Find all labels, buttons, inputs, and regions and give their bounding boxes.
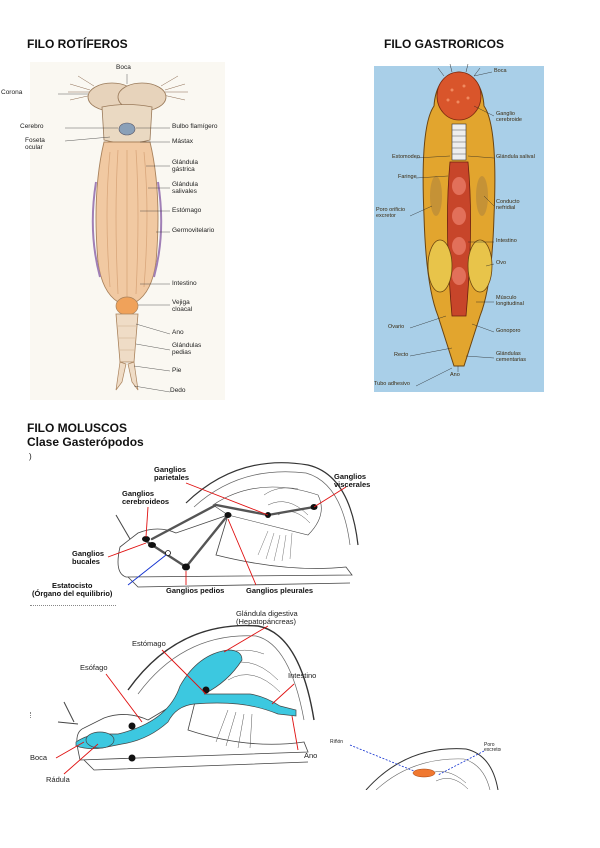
nerv-label-pedios: Ganglios pedios xyxy=(166,586,225,595)
nerv-label-viscerales: Ganglios viscerales xyxy=(334,472,371,489)
rotifer-figure: Boca Corona Cerebro Foseta ocular Bulbo … xyxy=(1,62,225,400)
gas-label-faringe: Faringe xyxy=(398,174,417,180)
dig-label-esofago: Esófago xyxy=(80,663,108,672)
moluscos-subtitle: Clase Gasterópodos xyxy=(27,435,144,449)
gas-label-gland-cementarias: Glándulas cementarias xyxy=(496,351,526,363)
gas-label-intestino: Intestino xyxy=(496,238,517,244)
exc-label-rinon: Riñón xyxy=(330,739,344,745)
exc-label-poro: Poro excretor xyxy=(484,742,501,754)
rot-label-corona: Corona xyxy=(1,89,23,96)
rot-label-bulbo: Bulbo flamígero xyxy=(172,123,218,130)
rot-label-mastax: Mástax xyxy=(172,138,193,145)
mollusc-nervous-figure: Ganglios parietales Ganglios viscerales … xyxy=(28,455,388,603)
nerv-label-pleurales: Ganglios pleurales xyxy=(246,586,314,595)
dig-label-intestino: Intestino xyxy=(288,671,317,680)
mollusc-digestive-illustration xyxy=(55,624,315,775)
gas-label-ovario: Ovario xyxy=(388,324,405,330)
rot-label-estomago: Estómago xyxy=(172,207,202,214)
dig-label-boca: Boca xyxy=(30,753,48,762)
gastrotrich-figure: Boca Ganglio cerebroide Estomodeo Glándu… xyxy=(374,63,544,392)
gas-label-estomodeo: Estomodeo xyxy=(392,154,420,160)
rot-label-gland-gastrica: Glándula gástrica xyxy=(172,159,199,173)
margin-mark xyxy=(30,712,33,718)
rot-label-germovitelario: Germovitelario xyxy=(172,227,215,234)
gas-label-musculo: Músculo longitudinal xyxy=(496,295,524,307)
gas-label-ovo: Ovo xyxy=(496,260,507,266)
mollusc-nervous-illustration xyxy=(107,462,359,588)
fragment-text: ) xyxy=(29,452,32,461)
rotiferos-title: FILO ROTÍFEROS xyxy=(27,37,128,51)
rotifer-illustration xyxy=(58,74,188,393)
nerv-label-parietales: Ganglios parietales xyxy=(154,465,190,482)
dig-label-estomago: Estómago xyxy=(132,639,166,648)
gas-label-tubo: Tubo adhesivo xyxy=(374,381,410,387)
gastrotrich-illustration xyxy=(409,63,496,387)
rot-label-foseta: Foseta ocular xyxy=(25,137,45,151)
gas-label-gonoporo: Gonoporo xyxy=(496,328,521,334)
rot-label-intestino: Intestino xyxy=(172,280,197,287)
gastroricos-title: FILO GASTRORICOS xyxy=(384,37,504,51)
rot-label-boca: Boca xyxy=(116,64,131,71)
rot-label-dedo: Dedo xyxy=(170,387,186,394)
nerv-label-bucales: Ganglios bucales xyxy=(72,549,105,566)
rot-label-vejiga: Vejiga cloacal xyxy=(172,299,193,313)
moluscos-title: FILO MOLUSCOS xyxy=(27,421,127,435)
mollusc-digestive-figure: Glándula digestiva (Hepatopáncreas) Estó… xyxy=(28,609,328,790)
nerv-label-cerebroideos: Ganglios cerebroideos xyxy=(122,489,170,506)
gas-label-ano: Ano xyxy=(450,372,460,378)
gas-label-boca: Boca xyxy=(494,68,507,74)
gas-label-recto: Recto xyxy=(394,352,409,358)
dig-label-radula: Rádula xyxy=(46,775,70,784)
gas-label-gland-salival: Glándula salival xyxy=(496,154,535,160)
rot-label-gland-pedias: Glándulas pedias xyxy=(172,342,202,356)
rot-label-gland-salivales: Glándula salivales xyxy=(172,181,199,195)
scan-artifact xyxy=(30,605,116,609)
gas-label-ganglio: Ganglio cerebroide xyxy=(496,111,522,123)
rot-label-cerebro: Cerebro xyxy=(20,123,44,130)
mollusc-excretory-figure: Riñón Poro excretor xyxy=(326,735,501,790)
dig-label-glandula: Glándula digestiva (Hepatopáncreas) xyxy=(236,609,298,627)
mollusc-excretory-illustration xyxy=(349,744,499,790)
rot-label-pie: Pie xyxy=(172,367,182,374)
nerv-label-estatocisto: Estatocisto (Órgano del equilibrio) xyxy=(32,581,113,598)
rot-label-ano: Ano xyxy=(172,329,184,336)
gas-label-poro: Poro orificio excretor xyxy=(376,207,406,219)
gas-label-conducto: Conducto nefridial xyxy=(496,199,520,211)
dig-label-ano: Ano xyxy=(304,751,318,760)
